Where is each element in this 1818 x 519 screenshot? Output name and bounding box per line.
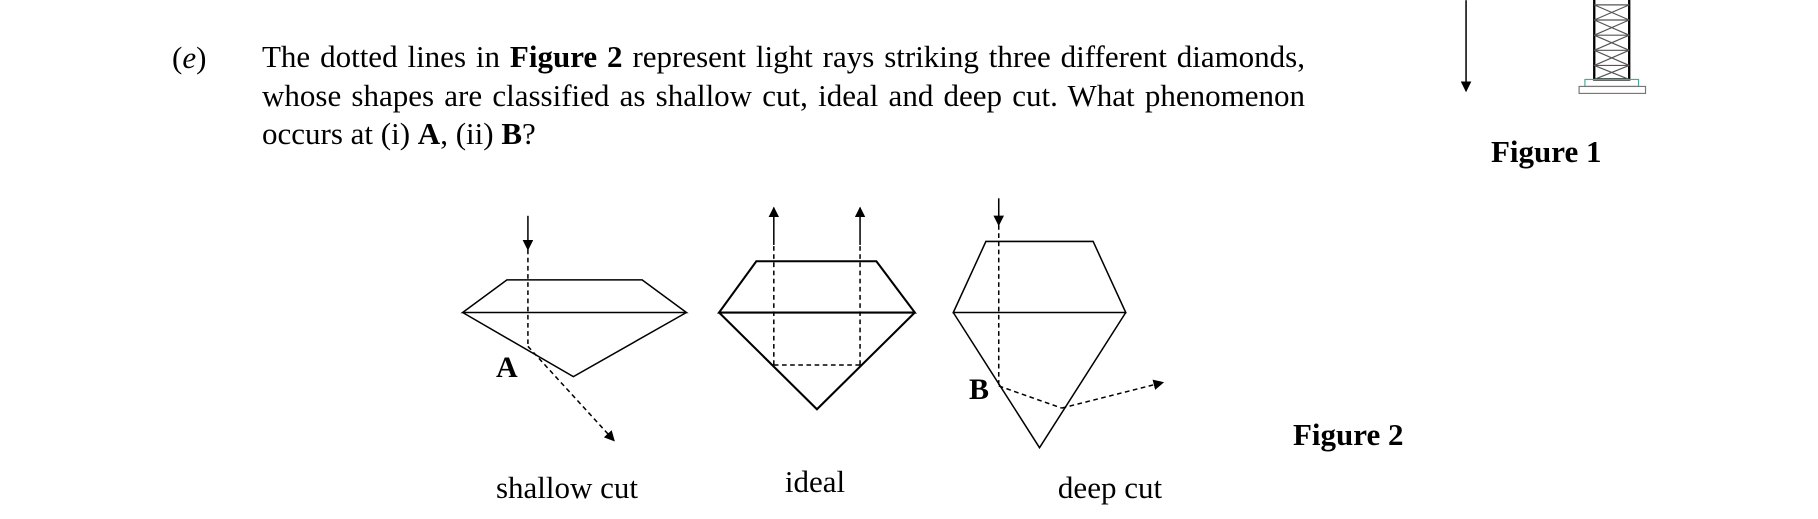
figure2-caption: Figure 2: [1293, 417, 1404, 452]
deep-cut-label: deep cut: [1057, 470, 1163, 505]
figure1-drawing: [1460, 0, 1647, 95]
shallow-cut-label: shallow cut: [495, 470, 639, 505]
diamond-shallow-cut: [460, 215, 689, 442]
point-a-label: A: [496, 351, 518, 384]
figure1-caption: Figure 1: [1491, 134, 1602, 169]
refracted-ray: [1061, 379, 1165, 409]
question-label: (e): [172, 40, 207, 75]
question-text: The dotted lines in Figure 2 represent l…: [262, 39, 1305, 151]
diamond-ideal: [716, 206, 917, 411]
point-b-label: B: [969, 373, 990, 406]
diamond-deep-cut: [952, 198, 1165, 450]
ideal-label: ideal: [784, 464, 846, 499]
tower-icon: [1578, 0, 1647, 95]
refracted-ray: [527, 345, 615, 442]
